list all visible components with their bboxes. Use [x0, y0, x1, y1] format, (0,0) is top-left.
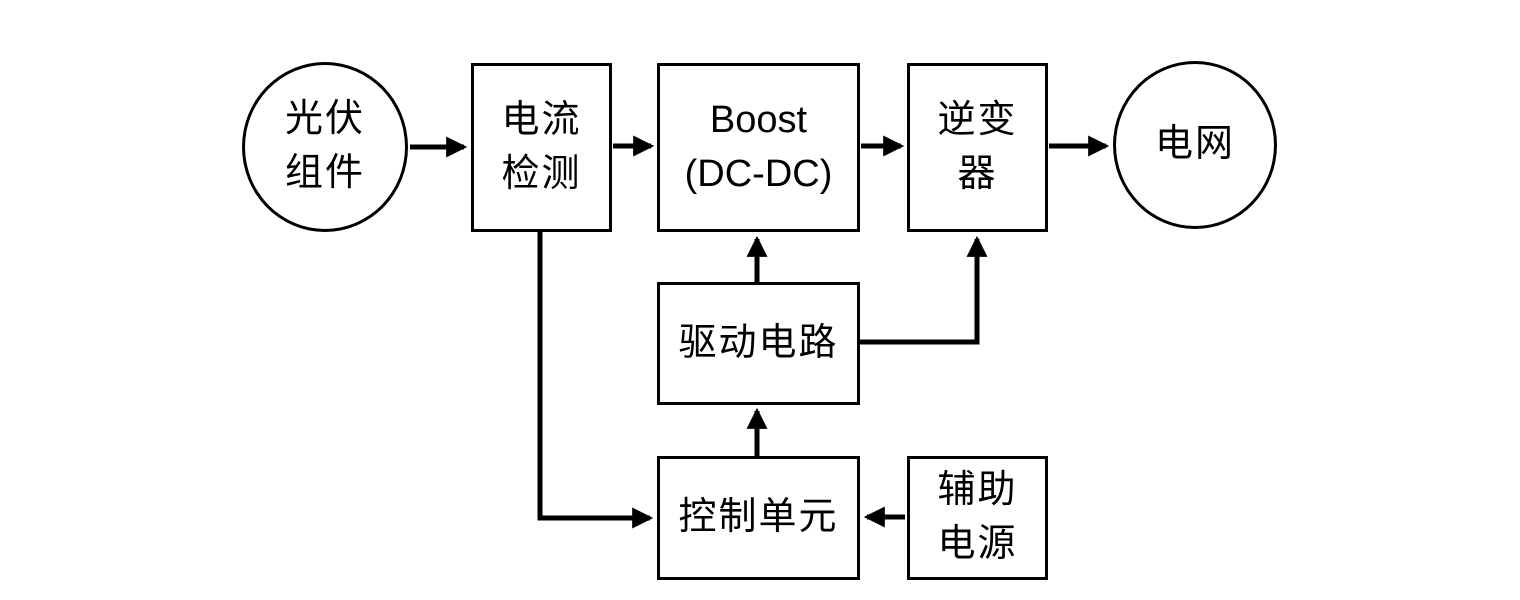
inverter-label-line2: 器 [957, 152, 998, 195]
arrow-current-detection-to-control-unit [537, 232, 654, 529]
node-drive-circuit: 驱动电路 [657, 282, 860, 405]
grid-label: 电网 [1154, 123, 1235, 166]
aux-power-label-line2: 电源 [937, 523, 1018, 565]
node-control-unit: 控制单元 [657, 456, 860, 580]
boost-label-line1: Boost [709, 98, 808, 141]
arrow-drive-circuit-to-inverter [860, 235, 988, 345]
node-boost-dcdc: Boost (DC-DC) [657, 63, 860, 232]
inverter-label-line1: 逆变 [937, 98, 1018, 141]
current-detection-label-line1: 电流 [501, 98, 582, 141]
node-pv-module: 光伏 组件 [242, 62, 408, 232]
node-current-detection: 电流 检测 [471, 63, 612, 232]
aux-power-label-line1: 辅助 [937, 469, 1018, 512]
drive-circuit-label: 驱动电路 [678, 321, 839, 364]
control-unit-label: 控制单元 [678, 496, 839, 539]
pv-module-label-line1: 光伏 [284, 98, 365, 141]
boost-label-line2: (DC-DC) [684, 152, 833, 195]
node-inverter: 逆变 器 [907, 63, 1048, 232]
current-detection-label-line2: 检测 [501, 152, 582, 195]
pv-module-label-line2: 组件 [284, 152, 365, 194]
node-aux-power: 辅助 电源 [907, 456, 1048, 580]
node-grid: 电网 [1113, 61, 1277, 229]
